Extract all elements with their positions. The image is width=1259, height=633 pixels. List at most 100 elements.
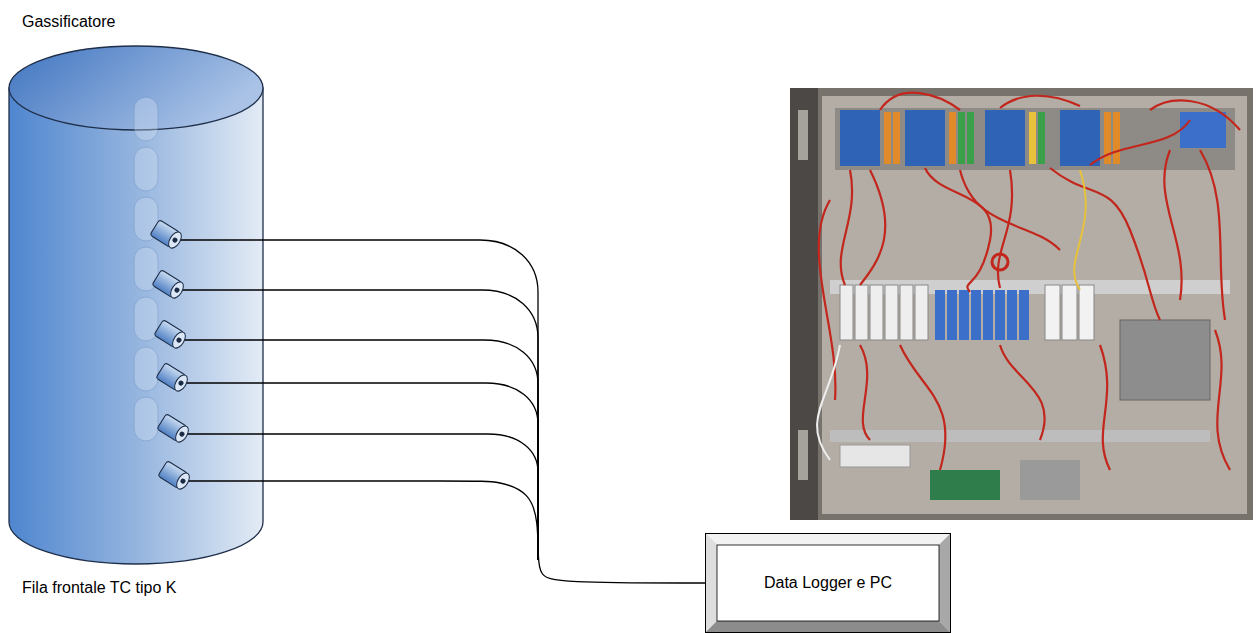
bevel-frame	[706, 621, 950, 632]
thermocouple	[157, 414, 191, 445]
cabinet-photo	[1000, 345, 1045, 440]
cabinet-photo	[860, 170, 885, 285]
cabinet-photo	[1000, 96, 1080, 108]
cabinet-photo	[1007, 290, 1017, 340]
cabinet-photo	[1150, 100, 1240, 130]
cabinet-photo	[880, 93, 960, 110]
cabinet-photo	[819, 93, 1240, 470]
cabinet-photo	[1180, 112, 1226, 148]
tc-wire	[179, 339, 264, 340]
tc-wire	[177, 289, 264, 290]
cabinet-photo	[998, 170, 1012, 288]
cabinet-photo	[985, 110, 1025, 166]
cabinet-photo	[1113, 112, 1120, 164]
vessel-body	[9, 88, 263, 564]
cabinet-photo	[1029, 112, 1036, 164]
cabinet-photo	[947, 290, 957, 340]
gasifier-vessel: Gassificatore	[8, 45, 264, 565]
cabinet-photo	[835, 108, 1235, 170]
cabinet-photo	[1164, 150, 1181, 300]
bevel-frame	[706, 534, 717, 632]
row-caption: Fila frontale TC tipo K	[22, 578, 176, 597]
cabinet-photo	[971, 290, 981, 340]
thermocouple	[152, 270, 186, 301]
thermocouple	[170, 330, 188, 351]
cabinet-photo	[915, 285, 928, 340]
bevel-frame	[706, 534, 950, 545]
cabinet-photo	[840, 110, 880, 166]
cabinet-photo	[885, 285, 898, 340]
hidden-tc-row	[134, 147, 158, 191]
cabinet-photo	[967, 112, 974, 164]
thermocouple	[156, 363, 190, 394]
cabinet-photo	[1045, 285, 1060, 340]
thermocouple	[176, 337, 183, 344]
cabinet-photo	[925, 168, 991, 292]
bevel-frame	[706, 534, 951, 633]
cabinet-photo	[790, 88, 1253, 520]
thermocouple	[168, 280, 186, 301]
tc-wire	[175, 240, 264, 481]
hidden-tc-row	[134, 97, 158, 141]
cabinet-photo	[840, 445, 910, 467]
tc-wire	[264, 383, 538, 560]
cabinet-photo	[798, 430, 808, 480]
thermocouple	[150, 220, 184, 251]
thermocouple	[174, 287, 181, 294]
cabinet-photo	[798, 110, 808, 160]
cabinet-photo	[870, 285, 883, 340]
bevel-frame	[939, 534, 950, 632]
cabinet-photo	[959, 290, 969, 340]
cabinet-photo	[893, 112, 900, 164]
vessel-shape	[8, 45, 264, 565]
hidden-tc-row	[134, 97, 158, 441]
tc-wire	[264, 240, 538, 560]
cabinet-photo	[983, 290, 993, 340]
cabinet-photo	[822, 96, 1247, 514]
thermocouple	[173, 424, 191, 445]
cabinet-photo	[790, 88, 1253, 520]
cabinet-photo	[930, 470, 1000, 500]
cabinet-photo	[905, 110, 945, 166]
cabinet-photo	[900, 345, 945, 470]
cabinet-photo	[995, 290, 1005, 340]
thermocouple	[158, 461, 192, 492]
cabinet-photo	[935, 290, 945, 340]
thermocouple	[174, 471, 192, 492]
cabinet-photo	[860, 345, 870, 440]
cabinet-photo	[1215, 330, 1230, 470]
cabinet-photo	[884, 112, 891, 164]
vessel-title: Gassificatore	[22, 12, 278, 31]
cabinet-photo	[1062, 285, 1077, 340]
hidden-tc-row	[134, 347, 158, 391]
tc-wire	[181, 382, 264, 383]
cabinet-photo	[855, 285, 868, 340]
cabinet-photo	[1074, 170, 1086, 290]
thermocouple	[178, 380, 185, 387]
tc-wire	[264, 240, 538, 560]
box-text: Data Logger e PC	[764, 573, 892, 592]
cabinet-photo	[1038, 112, 1045, 164]
thermocouple	[179, 431, 186, 438]
cabinet-photo	[841, 170, 852, 285]
cabinet-photo	[817, 345, 840, 460]
cabinet-photo	[949, 112, 956, 164]
signal-cable	[264, 481, 705, 583]
tc-wire	[264, 290, 538, 560]
bevel-frame	[717, 545, 939, 621]
cabinet-photo	[1200, 150, 1225, 320]
cabinet-photo	[1060, 110, 1100, 166]
cabinet-photo	[900, 285, 913, 340]
thermocouple	[154, 320, 188, 351]
cabinet-photo	[830, 430, 1210, 442]
cabinet-photo	[1019, 290, 1029, 340]
hidden-tc-row	[134, 397, 158, 441]
tc-wire	[175, 239, 264, 240]
thermocouple	[180, 478, 187, 485]
cabinet-photo	[958, 112, 965, 164]
cabinet-photo	[960, 170, 1060, 250]
cabinet-photo	[1100, 345, 1110, 470]
thermocouple	[166, 230, 184, 251]
cabinet-photo	[840, 285, 853, 340]
